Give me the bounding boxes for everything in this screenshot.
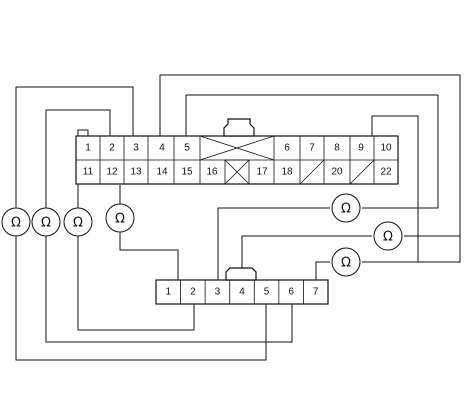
ohm-symbol: Ω	[341, 256, 351, 271]
connector-a-pin-label: 13	[130, 167, 142, 178]
connector-b-pin-label: 7	[313, 287, 319, 298]
connector-a-pin-label: 8	[334, 143, 340, 154]
connector-a-pin-label: 7	[309, 143, 315, 154]
connector-a-pin-label: 1	[85, 143, 91, 154]
connector-a-pin-label: 4	[159, 143, 165, 154]
ohm-symbol: Ω	[341, 202, 351, 217]
ohmmeter-icon: Ω	[63, 207, 93, 237]
ohm-symbol: Ω	[383, 230, 393, 245]
connector-a-pin-label: 15	[181, 167, 193, 178]
wire-a4-b4	[159, 74, 461, 263]
connector-a-pin-label: 22	[380, 167, 392, 178]
blocked-cavity-top	[199, 135, 275, 161]
connector-a-pin-label: 11	[83, 167, 94, 178]
unused-cavity-19	[299, 159, 325, 185]
connector-a-pin-label: 20	[331, 167, 343, 178]
connector-b-pins: 1 2 3 4 5 6 7	[166, 280, 319, 304]
ohm-symbol: Ω	[41, 216, 51, 231]
ohm-symbol: Ω	[73, 216, 83, 231]
connector-b-pin-label: 6	[288, 287, 294, 298]
connector-a-pin-label: 10	[380, 143, 392, 154]
wire-meter3-b7	[315, 261, 330, 284]
connector-b-pin-label: 4	[239, 287, 245, 298]
connector-a-pin-label: 12	[106, 167, 118, 178]
connector-a-pin-label: 5	[184, 143, 190, 154]
connector-b-pin-label: 2	[190, 287, 196, 298]
connector-a-pin-label: 16	[206, 167, 218, 178]
ohmmeter-icon: Ω	[1, 207, 31, 237]
ohmmeter-icon: Ω	[373, 221, 403, 251]
wire-a5-right	[185, 94, 439, 209]
ohmmeter-icon: Ω	[331, 193, 361, 223]
connector-b-pin-label: 1	[166, 287, 172, 298]
ohmmeter-icon: Ω	[331, 247, 361, 277]
connector-b-pin-label: 3	[215, 287, 221, 298]
connector-a-pin-label: 14	[156, 167, 168, 178]
ohm-symbol: Ω	[115, 212, 125, 227]
connector-a-pin-label: 2	[109, 143, 115, 154]
connector-a-pin-label: 6	[284, 143, 290, 154]
blocked-cavity-bottom	[224, 159, 250, 185]
connector-a-pin-label: 18	[281, 167, 293, 178]
unused-cavity-21	[349, 159, 375, 185]
ohmmeters: Ω Ω Ω Ω Ω Ω Ω	[1, 193, 403, 277]
wire-a10-right	[371, 115, 419, 262]
ohmmeter-icon: Ω	[31, 207, 61, 237]
connector-b: 1 2 3 4 5 6 7	[155, 267, 329, 305]
connector-b-pin-label: 5	[264, 287, 270, 298]
connector-a-bottom-row: 11 12 13 14 15 16 17 18 20 22	[83, 160, 392, 184]
wire-a13-b1	[119, 185, 179, 284]
connector-a-latch	[223, 118, 255, 137]
connector-a-top-row: 1 2 3 4 5 6 7 8 9 10	[85, 136, 392, 160]
ohmmeter-icon: Ω	[105, 203, 135, 233]
wires	[15, 74, 461, 361]
connector-a-pin-label: 9	[358, 143, 364, 154]
connector-a-pin-label: 17	[256, 167, 268, 178]
connector-b-latch	[225, 267, 257, 281]
connector-a-pin-label: 3	[133, 143, 139, 154]
wire-meter1-b3	[217, 207, 330, 284]
ohm-symbol: Ω	[11, 216, 21, 231]
